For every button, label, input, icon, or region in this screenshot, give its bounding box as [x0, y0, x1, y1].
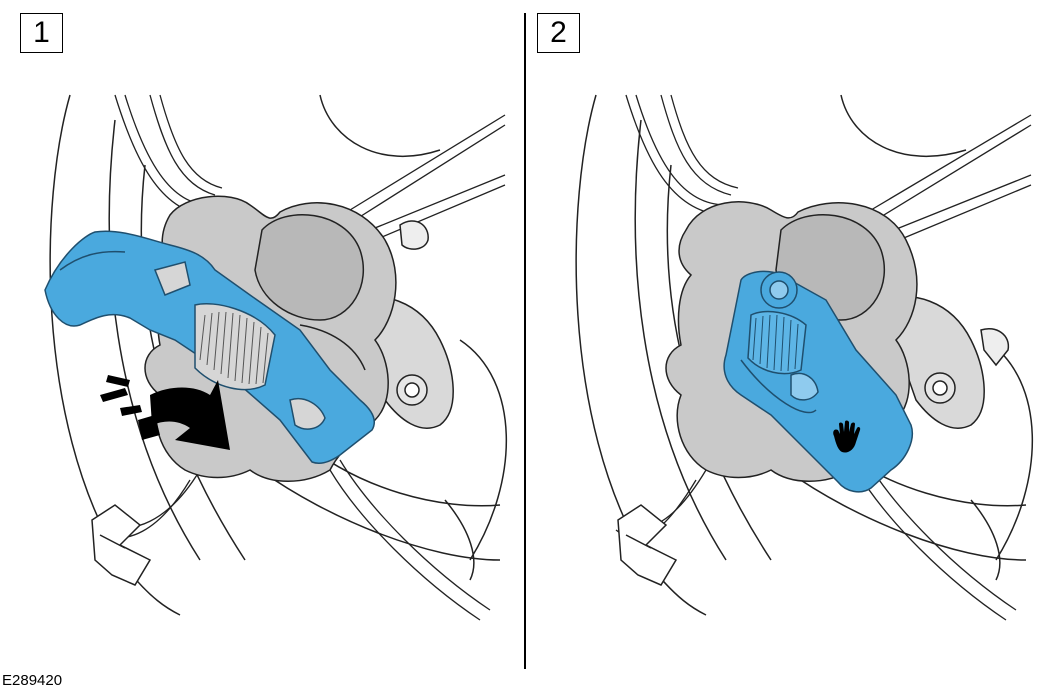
piston-tool [723, 270, 913, 493]
piston-pad [752, 314, 799, 372]
step-2-number-box: 2 [537, 13, 580, 53]
brake-lines [615, 94, 1032, 621]
sensor-connector [91, 504, 152, 586]
sensor-connector [617, 504, 678, 586]
panel-divider [524, 13, 526, 669]
step-1-number-box: 1 [20, 13, 63, 53]
caliper-bracket [880, 295, 1010, 429]
piston-pad [199, 311, 269, 385]
hand-icon [833, 420, 861, 453]
step-2-illustration [575, 94, 1034, 621]
figure-code: E289420 [2, 672, 63, 689]
step-1-panel: 1 [0, 0, 525, 691]
step-1-illustration [44, 94, 508, 621]
force-arrow-icon [100, 375, 230, 450]
step-2-panel: 2 [526, 0, 1051, 691]
piston-tool [44, 230, 376, 464]
wheel-hub [840, 94, 1034, 581]
brake-lines [94, 94, 506, 621]
wheel-hub [319, 94, 508, 581]
